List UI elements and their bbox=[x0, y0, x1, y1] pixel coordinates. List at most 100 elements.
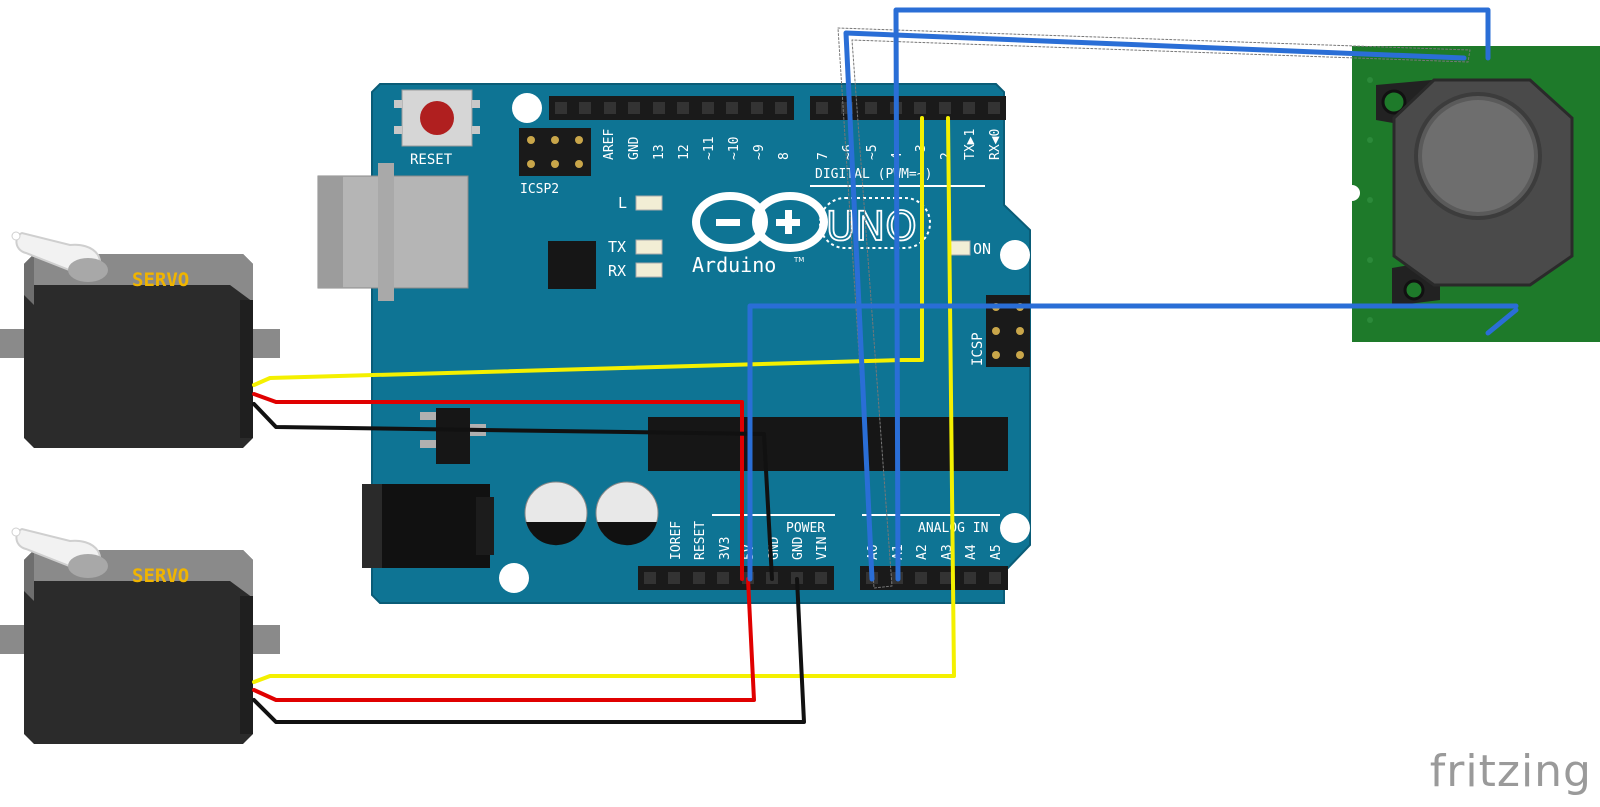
voltage-regulator bbox=[420, 408, 486, 464]
pin-hole bbox=[677, 102, 689, 114]
power-pin-label: VIN bbox=[815, 537, 830, 560]
servo-label: SERVO bbox=[132, 269, 189, 291]
power-pin-label: RESET bbox=[693, 521, 708, 560]
pin-hole bbox=[815, 572, 827, 584]
reset-label: RESET bbox=[410, 152, 453, 168]
uno-badge: UNO bbox=[819, 197, 931, 251]
icsp2-header bbox=[519, 128, 591, 176]
pin-hole bbox=[644, 572, 656, 584]
digital-label: DIGITAL (PWM=~) bbox=[815, 167, 932, 182]
pin-hole bbox=[604, 102, 616, 114]
pin-hole bbox=[579, 102, 591, 114]
brand-label: Arduino bbox=[692, 253, 776, 277]
mounting-hole bbox=[1000, 240, 1030, 270]
reset-button bbox=[394, 89, 480, 147]
pin-hole bbox=[751, 102, 763, 114]
arduino-logo bbox=[692, 192, 828, 252]
power-label: POWER bbox=[786, 521, 825, 536]
microcontroller-chip bbox=[648, 417, 1008, 471]
pin-hole bbox=[653, 102, 665, 114]
wires bbox=[252, 7, 1519, 724]
pin-hole bbox=[915, 572, 927, 584]
icsp2-label: ICSP2 bbox=[520, 182, 559, 197]
led-l bbox=[635, 195, 663, 211]
joystick-pin bbox=[1367, 317, 1373, 323]
led-on bbox=[949, 240, 971, 256]
mounting-hole bbox=[1000, 513, 1030, 543]
servo-label: SERVO bbox=[132, 565, 189, 587]
servo-motor-1: SERVO bbox=[0, 231, 280, 448]
wire-servo2-power bbox=[252, 577, 756, 702]
digital-pin-label: 8 bbox=[777, 152, 792, 160]
usb-connector bbox=[317, 163, 469, 301]
joystick-pin bbox=[1367, 197, 1373, 203]
mounting-hole bbox=[499, 563, 529, 593]
digital-pin-label: 12 bbox=[677, 144, 692, 160]
joystick-pin bbox=[1367, 137, 1373, 143]
pin-hole bbox=[963, 102, 975, 114]
analog-pin-label: A2 bbox=[915, 544, 930, 560]
pin-hole bbox=[939, 102, 951, 114]
pin-hole bbox=[717, 572, 729, 584]
wire-joystick-vcc bbox=[747, 303, 1519, 582]
digital-pin-label: ~10 bbox=[727, 137, 742, 160]
svg-text:UNO: UNO bbox=[826, 204, 917, 250]
pin-hole bbox=[940, 572, 952, 584]
arduino-board: RESET ICSP2 L T bbox=[317, 83, 1031, 604]
analog-pin-label: A4 bbox=[964, 544, 979, 560]
power-pin-label: IOREF bbox=[669, 521, 684, 560]
pin-hole bbox=[726, 102, 738, 114]
pin-hole bbox=[865, 102, 877, 114]
digital-pin-label: RX◀0 bbox=[988, 129, 1003, 160]
pin-hole bbox=[628, 102, 640, 114]
mounting-hole bbox=[512, 93, 542, 123]
usb-chip bbox=[548, 241, 596, 289]
digital-pin-label: ~5 bbox=[865, 144, 880, 160]
digital-pin-label: 7 bbox=[816, 152, 831, 160]
pin-hole bbox=[914, 102, 926, 114]
digital-pin-label: 13 bbox=[652, 144, 667, 160]
pin-hole bbox=[989, 572, 1001, 584]
led-tx-label: TX bbox=[608, 238, 626, 256]
pin-hole bbox=[775, 102, 787, 114]
power-pin-label: GND bbox=[791, 536, 806, 560]
pin-hole bbox=[964, 572, 976, 584]
fritzing-watermark: fritzing bbox=[1429, 746, 1592, 797]
digital-pin-label: ~11 bbox=[702, 137, 717, 160]
power-jack bbox=[362, 484, 494, 568]
wire-servo2-signal bbox=[252, 116, 956, 684]
wire-servo2-ground bbox=[252, 577, 806, 724]
capacitor bbox=[595, 481, 659, 546]
digital-pin-label: ~9 bbox=[752, 144, 767, 160]
pin-hole bbox=[988, 102, 1000, 114]
wire-joystick-gnd bbox=[1485, 307, 1519, 336]
power-pin-label: 3V3 bbox=[718, 537, 733, 560]
pin-hole bbox=[668, 572, 680, 584]
led-rx bbox=[635, 262, 663, 278]
pin-hole bbox=[555, 102, 567, 114]
digital-pin-label: AREF bbox=[602, 129, 617, 160]
analog-pin-label: A5 bbox=[989, 544, 1004, 560]
joystick-module bbox=[1344, 46, 1600, 342]
digital-pin-label: TX▶1 bbox=[963, 129, 978, 160]
servo-motor-2: SERVO bbox=[0, 527, 280, 744]
on-label: ON bbox=[973, 240, 991, 258]
selection-outline bbox=[837, 27, 1471, 589]
joystick-pin bbox=[1367, 77, 1373, 83]
led-l-label: L bbox=[618, 194, 627, 212]
wire-servo1-power bbox=[252, 392, 744, 581]
power-header bbox=[638, 566, 834, 590]
wire-servo1-signal bbox=[252, 116, 924, 387]
led-rx-label: RX bbox=[608, 262, 626, 280]
pin-hole bbox=[702, 102, 714, 114]
led-tx bbox=[635, 239, 663, 255]
icsp-label: ICSP bbox=[970, 332, 986, 366]
capacitor bbox=[524, 481, 588, 546]
digital-pin-label: GND bbox=[627, 136, 642, 160]
wire-servo1-ground bbox=[252, 402, 774, 581]
wire-joystick-vry bbox=[893, 7, 1491, 582]
pin-hole bbox=[816, 102, 828, 114]
joystick-pin bbox=[1367, 257, 1373, 263]
pin-hole bbox=[693, 572, 705, 584]
